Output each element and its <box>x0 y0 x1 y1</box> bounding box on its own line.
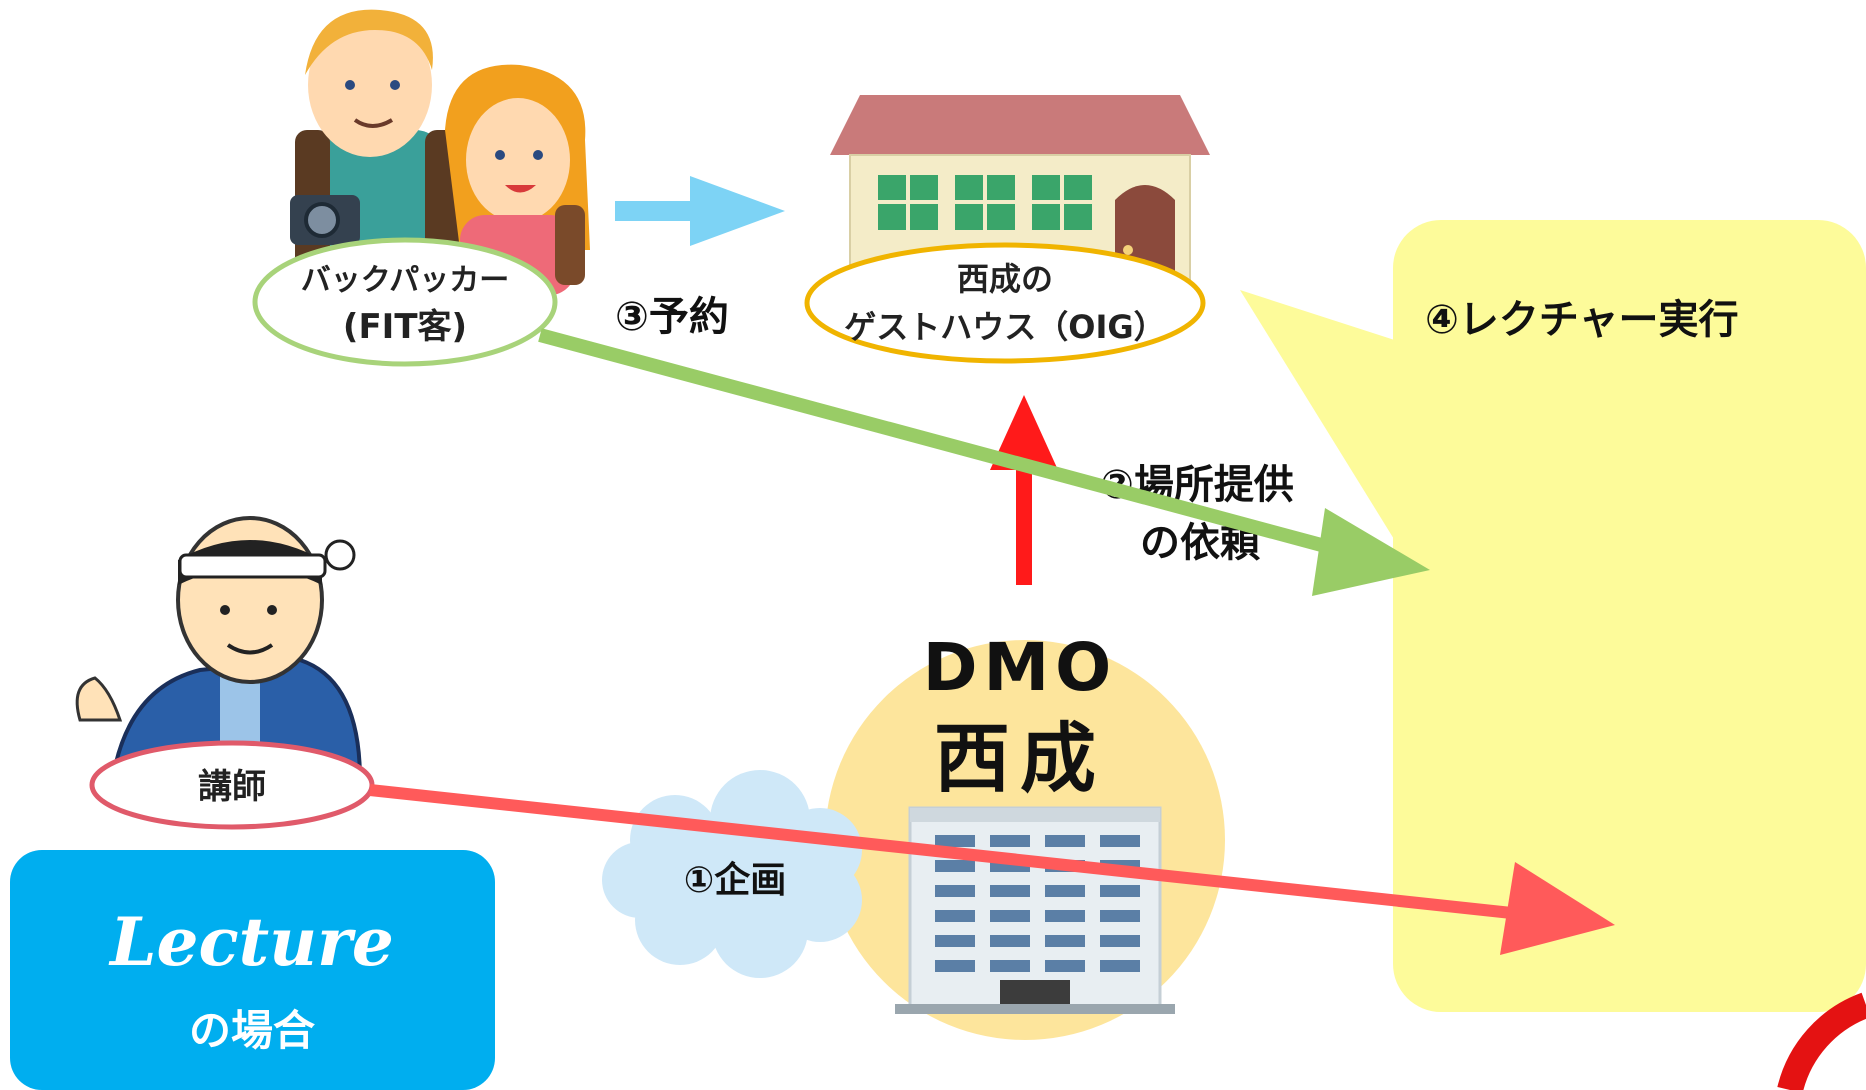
lecture-badge <box>10 850 495 1090</box>
guesthouse-label-line1: 西成の <box>957 260 1053 298</box>
lecture-badge-subtitle: の場合 <box>189 1006 315 1055</box>
step-request-label-line1: ②場所提供 <box>1100 462 1294 508</box>
request-arrow <box>990 395 1058 585</box>
plan-cloud <box>602 770 862 978</box>
guesthouse-label-line2: ゲストハウス（OIG） <box>844 308 1165 346</box>
step-execute-label: ④レクチャー実行 <box>1425 297 1738 343</box>
lecture-plan-arrow <box>369 784 1615 955</box>
backpacker-label-line2: (FIT客) <box>343 307 467 347</box>
dmo-office-building-icon <box>895 806 1175 1014</box>
backpacker-oval <box>252 237 558 367</box>
corner-ring-decoration <box>1777 992 1866 1090</box>
reserve-intent-arrow <box>615 176 785 246</box>
dmo-name: 西成 <box>934 714 1106 803</box>
attend-arrow <box>538 328 1430 596</box>
lecture-badge-title: Lecture <box>108 903 394 981</box>
guesthouse-oval <box>804 242 1206 364</box>
lecture-execution-panel <box>1393 220 1866 1012</box>
lecturer-label: 講師 <box>198 767 266 807</box>
step-plan-label: ①企画 <box>684 859 786 901</box>
step-reserve-label: ③予約 <box>615 294 729 340</box>
callout-pointer <box>1240 290 1410 565</box>
dmo-title: DMO <box>923 629 1118 706</box>
backpacker-label-line1: バックパッカー <box>301 263 510 298</box>
